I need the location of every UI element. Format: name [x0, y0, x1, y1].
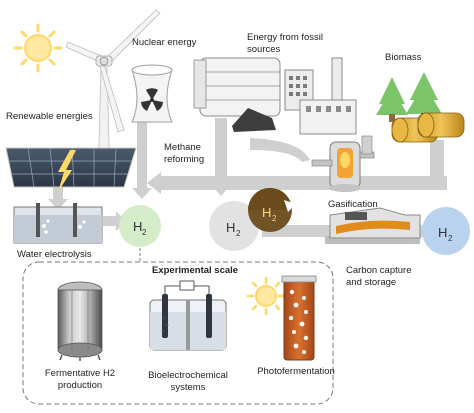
label-photofermentation: Photofermentation	[257, 366, 335, 377]
label-carbon-1: Carbon capture	[346, 265, 411, 276]
h2-label: H	[262, 205, 271, 220]
labels: Nuclear energy Energy from fossil source…	[6, 32, 422, 393]
fermentative-tank-icon	[57, 281, 103, 361]
arrow-panels-to-electrolysis-head	[48, 199, 68, 210]
gasifier-icon	[329, 207, 421, 239]
hay-bales-icon	[391, 112, 465, 143]
h2-bubble-reforming: H 2	[248, 188, 296, 232]
label-fermentative-2: production	[58, 380, 102, 391]
label-biomass: Biomass	[385, 52, 422, 63]
sun-icon	[13, 23, 63, 73]
radiation-icon	[141, 88, 163, 111]
label-bioelectro-2: systems	[171, 382, 206, 393]
fossil-plant-icon	[193, 57, 357, 135]
electrolysis-tank-icon	[13, 203, 103, 244]
arrow-nuclear-to-h2-head	[132, 188, 152, 199]
h2-label: H	[133, 219, 142, 234]
experimental-scale-box	[22, 261, 334, 405]
arrow-electrolysis-to-h2	[103, 216, 117, 226]
arrow-fossil-to-h2-head	[209, 182, 233, 196]
arrow-fossil-to-h2	[215, 118, 227, 184]
label-carbon-2: and storage	[346, 277, 396, 288]
arrow-panels-to-electrolysis	[53, 185, 63, 200]
h2-subscript: 2	[272, 214, 277, 223]
label-water-electrolysis: Water electrolysis	[17, 249, 92, 260]
h2-subscript: 2	[236, 229, 241, 238]
nuclear-plant-icon	[131, 64, 173, 123]
chimney-icon	[331, 57, 343, 107]
arrow-fossil-curve	[250, 138, 310, 162]
bioelectrochemical-cell-icon	[149, 280, 227, 351]
h2-subscript: 2	[142, 228, 147, 237]
photobioreactor-icon	[281, 275, 317, 361]
label-nuclear: Nuclear energy	[132, 37, 197, 48]
h2-bubble-center: H 2	[209, 201, 259, 251]
h2-label: H	[438, 225, 447, 240]
arrow-biomass-down	[430, 140, 444, 188]
sun-icon-small	[246, 276, 286, 316]
label-methane-1: Methane	[164, 142, 201, 153]
h2-label: H	[226, 220, 235, 235]
arrow-horizontal-band	[157, 176, 447, 190]
label-gasification: Gasification	[328, 199, 378, 210]
h2-bubble-electrolysis: H 2	[119, 205, 161, 247]
label-methane-2: reforming	[164, 154, 204, 165]
label-fossil-1: Energy from fossil	[247, 32, 323, 43]
solar-panels-icon	[5, 147, 137, 192]
label-fossil-2: sources	[247, 44, 281, 55]
label-bioelectro-1: Bioelectrochemical	[148, 370, 228, 381]
reformer-icon	[311, 135, 375, 192]
label-renewable: Renewable energies	[6, 111, 93, 122]
arrow-nuclear-to-h2	[137, 118, 147, 190]
h2-subscript: 2	[448, 234, 453, 243]
arrow-band-left-head	[147, 172, 161, 194]
pipeline	[325, 236, 420, 244]
h2-bubble-right: H 2	[422, 207, 470, 255]
coal-pile-icon	[232, 108, 276, 132]
label-experimental-scale: Experimental scale	[152, 265, 238, 276]
label-fermentative-1: Fermentative H2	[45, 368, 115, 379]
